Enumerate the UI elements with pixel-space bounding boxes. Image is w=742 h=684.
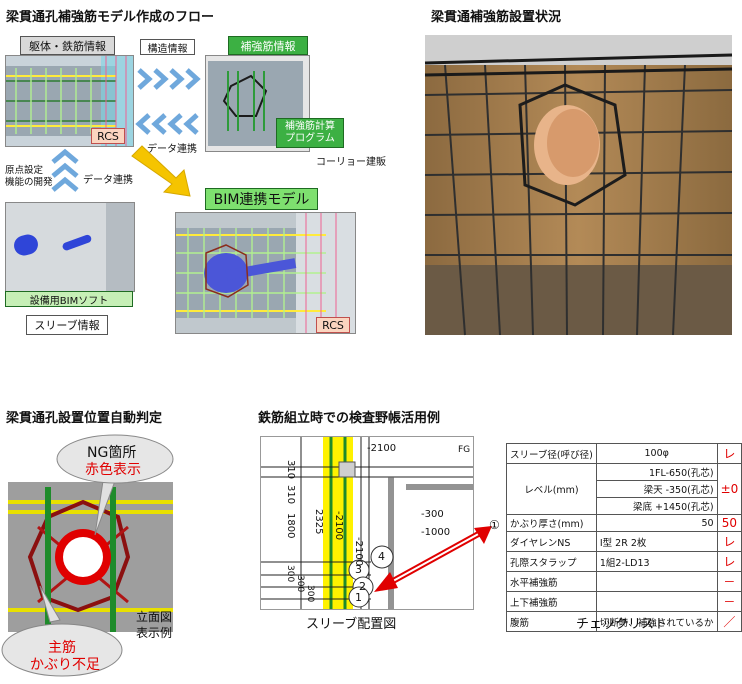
reinforcement-info-label: 補強筋情報	[228, 36, 308, 55]
photo-section-title: 梁貫通補強筋設置状況	[431, 10, 562, 25]
checklist-label-stirrup: 孔際スタラップ	[506, 551, 597, 572]
checklist-mark-level: ±0	[716, 463, 742, 515]
checklist-value-web-bar: 切断時、補強されているか	[595, 611, 718, 632]
data-link-label-left: データ連携	[83, 175, 133, 186]
table-row: ダイヤレンNS Ⅰ型 2R 2枚 レ	[506, 531, 742, 552]
structure-rebar-info-label: 躯体・鉄筋情報	[20, 36, 115, 55]
table-row: スリーブ径(呼び径) 100φ レ	[506, 443, 742, 464]
main-rebar-label: 主筋	[48, 640, 76, 656]
sleeve-layout-caption: スリーブ配置図	[306, 617, 397, 632]
sleeve-layout-drawing: -2100 FG -2100 -2100 -300 -1000 310 310 …	[260, 436, 474, 610]
main-rebar-callout-bubble	[1, 585, 123, 677]
table-row: かぶり厚さ(mm) 50 50	[506, 514, 742, 532]
sleeve-model-scene	[5, 202, 135, 292]
checklist-value-horizontal	[595, 571, 718, 592]
checklist-mark-sleeve-dia: レ	[716, 443, 742, 464]
dim-300-c: 300	[305, 585, 315, 603]
arrow-down-right-icon	[131, 145, 191, 197]
dim-300: -300	[421, 509, 444, 520]
checklist-label-sleeve-dia: スリーブ径(呼び径)	[506, 443, 597, 464]
checklist-mark-horizontal: －	[716, 571, 742, 592]
rebar-photo-illustration	[424, 35, 733, 336]
table-row: 孔際スタラップ 1組2-LD13 レ	[506, 551, 742, 572]
auto-judge-elevation-illustration	[8, 482, 173, 632]
dim-310-b: 310	[285, 485, 296, 505]
reinforcement-calc-program-label: 補強筋計算 プログラム	[276, 118, 344, 148]
table-row: 水平補強筋 －	[506, 571, 742, 592]
structure-model-scene	[5, 55, 134, 147]
dim-2325: 2325	[313, 509, 324, 535]
checklist-value-stirrup: 1組2-LD13	[595, 551, 718, 572]
rcs-label-top: RCS	[91, 128, 125, 144]
checklist-mark-cover: 50	[716, 514, 742, 532]
dim-top-1: -2100	[367, 443, 397, 454]
equipment-bim-software-label: 設備用BIMソフト	[5, 291, 133, 307]
auto-judge-scene	[8, 482, 173, 632]
dim-300-a: 300	[285, 565, 295, 583]
link-double-arrow-icon	[374, 526, 492, 592]
dim-vertical-2: -2100	[353, 537, 364, 567]
table-row: 上下補強筋 －	[506, 591, 742, 612]
dim-vertical-1: -2100	[333, 511, 344, 541]
checklist-value-diaren: Ⅰ型 2R 2枚	[595, 531, 718, 552]
checklist-mark-web-bar: ／	[716, 611, 742, 632]
sleeve-marker-4: 4	[378, 550, 385, 563]
field-note-section-title: 鉄筋組立時での検査野帳活用例	[258, 411, 441, 426]
dim-1000: -1000	[421, 527, 451, 538]
table-row: レベル(mm) 1FL-650(孔芯) ±0	[506, 463, 742, 515]
sleeve-marker-3: 3	[355, 563, 362, 576]
sleeve-pipes-illustration	[14, 203, 134, 291]
checklist-label-cover: かぶり厚さ(mm)	[506, 514, 597, 532]
chevron-left-icon	[135, 113, 199, 135]
checklist-label-vertical: 上下補強筋	[506, 591, 597, 612]
elevation-example-label: 表示例	[136, 626, 173, 640]
sleeve-marker-2: 2	[359, 580, 366, 593]
origin-setting-label: 原点設定 機能の開発	[5, 165, 53, 188]
fg-label: FG	[458, 445, 471, 455]
sleeve-info-label: スリーブ情報	[26, 315, 108, 335]
checklist-caption: チェックリスト	[576, 617, 668, 632]
dim-1800: 1800	[285, 513, 296, 539]
structure-rebar-illustration	[6, 56, 133, 146]
ng-location-label: NG箇所	[87, 445, 137, 461]
vendor-name-label: コーリョー建販	[316, 157, 386, 168]
checklist-value-level-2: 梁天 -350(孔芯)	[595, 480, 718, 498]
flow-section-title: 梁貫通孔補強筋モデル作成のフロー	[6, 10, 215, 25]
structure-info-label: 構造情報	[140, 39, 195, 55]
checklist-label-diaren: ダイヤレンNS	[506, 531, 597, 552]
bim-linked-model-label: BIM連携モデル	[205, 188, 318, 210]
checklist-marker: ①	[489, 518, 500, 532]
bim-rebar-with-sleeve-illustration	[176, 213, 355, 333]
rcs-label-bottom: RCS	[316, 317, 350, 333]
bim-linked-model-scene	[175, 212, 356, 334]
checklist-table: スリーブ径(呼び径) 100φ レ レベル(mm) 1FL-650(孔芯) ±0…	[506, 443, 742, 632]
checklist-mark-vertical: －	[716, 591, 742, 612]
checklist-value-sleeve-dia: 100φ	[595, 443, 718, 464]
checklist-label-web-bar: 腹筋	[506, 611, 597, 632]
reinforcement-frame-illustration	[208, 61, 303, 146]
checklist-value-vertical	[595, 591, 718, 612]
checklist-value-level-3: 梁底 +1450(孔芯)	[595, 497, 718, 515]
checklist-value-level-1: 1FL-650(孔芯)	[595, 463, 718, 481]
sleeve-marker-1: 1	[355, 591, 362, 604]
chevron-up-icon	[51, 148, 79, 192]
dim-300-b: 300	[295, 575, 305, 593]
dim-310-a: 310	[285, 460, 296, 480]
table-row: 腹筋 切断時、補強されているか ／	[506, 611, 742, 632]
checklist-mark-diaren: レ	[716, 531, 742, 552]
chevron-right-icon	[137, 68, 201, 90]
checklist-label-level: レベル(mm)	[506, 463, 597, 515]
sleeve-layout-plan	[261, 437, 473, 609]
elevation-label: 立面図	[136, 610, 173, 624]
auto-judge-section-title: 梁貫通孔設置位置自動判定	[6, 411, 163, 426]
checklist-label-horizontal: 水平補強筋	[506, 571, 597, 592]
checklist-mark-stirrup: レ	[716, 551, 742, 572]
ng-red-display-label: 赤色表示	[85, 462, 141, 478]
cover-shortage-label: かぶり不足	[30, 657, 100, 673]
data-link-label-top: データ連携	[147, 144, 197, 155]
rebar-installation-photo	[424, 35, 733, 336]
checklist-value-cover: 50	[595, 514, 718, 532]
ng-callout-bubble	[56, 434, 174, 536]
